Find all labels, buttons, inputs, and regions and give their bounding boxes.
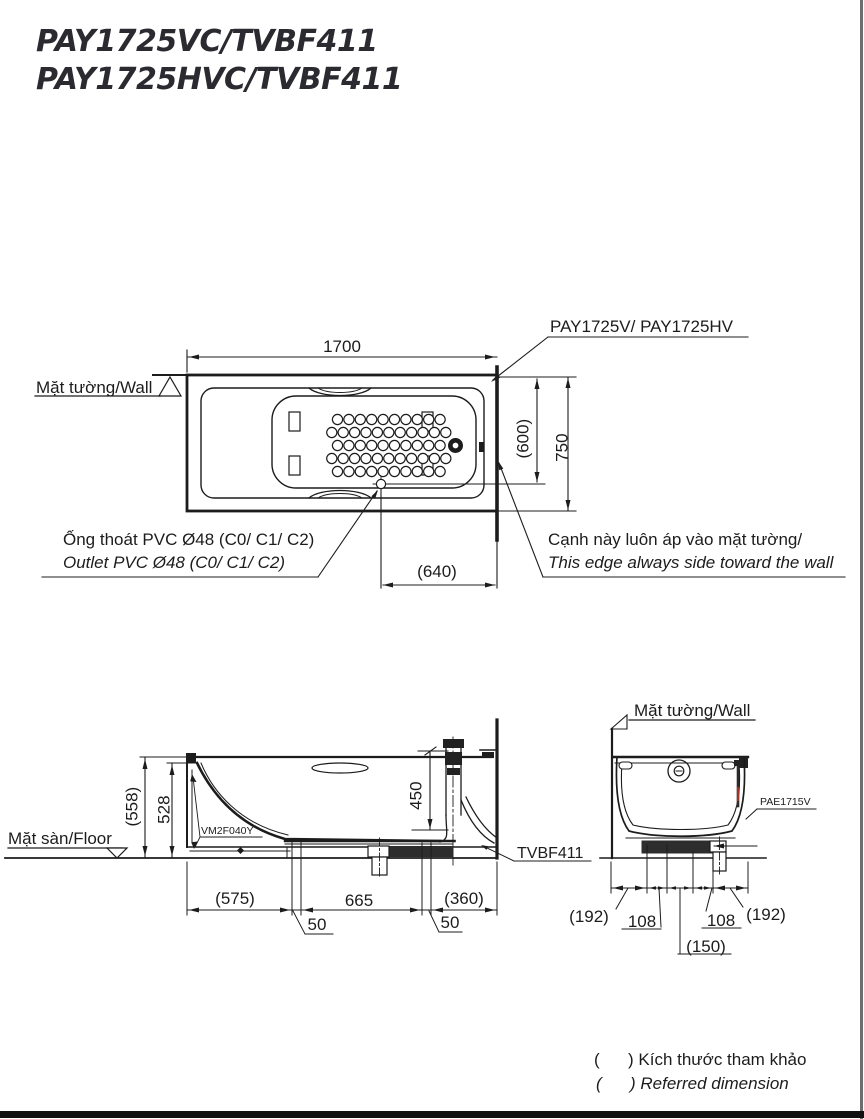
dim-108-left: 108 bbox=[627, 912, 657, 931]
dim-height-ref-558: (558) bbox=[122, 786, 142, 827]
part-label-tvbf411: TVBF411 bbox=[517, 845, 584, 862]
legend-line-en: ( ) Referred dimension bbox=[596, 1074, 789, 1093]
front-view-drawing bbox=[599, 713, 817, 955]
page-bottom-border bbox=[0, 1111, 864, 1118]
page-title-line2: PAY1725HVC/TVBF411 bbox=[36, 62, 403, 97]
outlet-label-en: Outlet PVC Ø48 (C0/ C1/ C2) bbox=[63, 553, 286, 572]
dim-height-528: 528 bbox=[154, 795, 174, 824]
dim-360: (360) bbox=[444, 889, 484, 908]
dim-width-750: 750 bbox=[552, 433, 572, 462]
wall-edge-note-vi: Cạnh này luôn áp vào mặt tường/ bbox=[548, 530, 803, 549]
outlet-label-vi: Ống thoát PVC Ø48 (C0/ C1/ C2) bbox=[63, 530, 315, 549]
part-label-pae1715v: PAE1715V bbox=[760, 796, 811, 808]
dim-192-right: (192) bbox=[746, 905, 786, 924]
dim-50-right: 50 bbox=[440, 913, 460, 932]
dim-575: (575) bbox=[215, 889, 255, 908]
product-label: PAY1725V/ PAY1725HV bbox=[550, 317, 734, 336]
side-view-floor-label: Mặt sàn/Floor bbox=[8, 829, 112, 848]
dim-108-right: 108 bbox=[706, 911, 736, 930]
page-right-border bbox=[860, 0, 863, 1119]
dim-665: 665 bbox=[344, 891, 374, 910]
dim-width-ref-600: (600) bbox=[513, 418, 533, 459]
dim-150: (150) bbox=[686, 937, 726, 956]
top-view-wall-label: Mặt tường/Wall bbox=[36, 378, 153, 397]
dim-length-1700: 1700 bbox=[323, 337, 361, 356]
page-title-line1: PAY1725VC/TVBF411 bbox=[36, 24, 378, 59]
side-view-drawing bbox=[4, 718, 592, 935]
dim-outlet-offset-640: (640) bbox=[417, 562, 457, 581]
anti-slip-dot-pattern bbox=[326, 413, 452, 478]
dim-depth-450: 450 bbox=[406, 781, 426, 810]
front-view-wall-label: Mặt tường/Wall bbox=[634, 701, 751, 720]
dim-192-left: (192) bbox=[569, 907, 609, 926]
top-view-drawing bbox=[34, 336, 846, 589]
dim-50-left: 50 bbox=[307, 915, 327, 934]
part-label-vm2f040y: VM2F040Y bbox=[201, 825, 254, 837]
wall-edge-note-en: This edge always side toward the wall bbox=[548, 553, 834, 572]
legend-line-vi: ( ) Kích thước tham khảo bbox=[594, 1050, 807, 1069]
